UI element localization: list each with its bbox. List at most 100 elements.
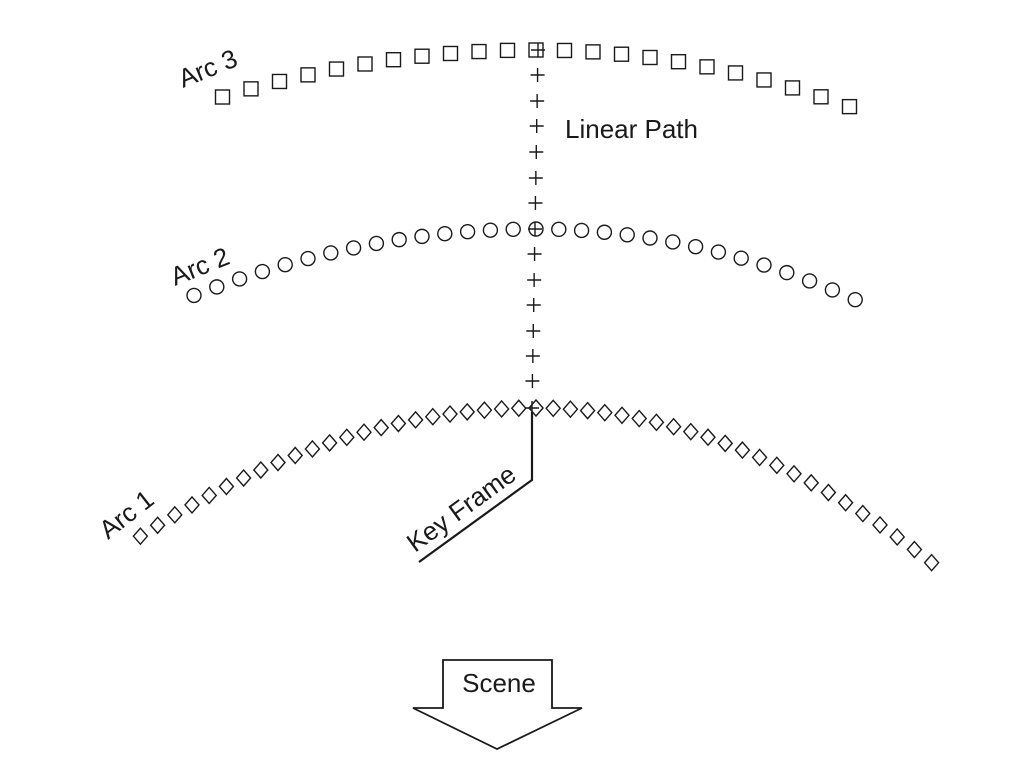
arc-1-marker bbox=[854, 504, 871, 523]
arc-1-marker bbox=[407, 410, 424, 429]
arc-1-marker bbox=[803, 473, 820, 492]
arc-1-marker bbox=[751, 448, 768, 467]
linear-path-marker bbox=[528, 171, 543, 185]
arc-1-marker bbox=[321, 433, 338, 452]
arc-1-marker bbox=[923, 553, 940, 572]
arc-1-marker bbox=[837, 493, 854, 512]
arc-2-marker bbox=[345, 240, 362, 256]
arc-1-marker bbox=[149, 516, 166, 535]
arc-3-marker bbox=[585, 44, 601, 60]
arc-1-marker bbox=[252, 460, 269, 480]
arc-3-marker bbox=[499, 42, 516, 59]
arc-3-marker bbox=[300, 67, 316, 83]
arc-3-marker bbox=[813, 89, 829, 105]
arc-3-marker bbox=[642, 49, 658, 66]
arc-2-marker bbox=[847, 291, 863, 308]
arc-2-marker bbox=[459, 223, 476, 240]
arc-1-marker bbox=[390, 414, 407, 433]
arc-3-marker bbox=[471, 43, 487, 60]
linear-path-marker bbox=[529, 145, 544, 159]
arc-2-marker bbox=[277, 257, 293, 273]
linear-path-marker bbox=[531, 43, 545, 57]
arc-2-marker bbox=[642, 230, 658, 246]
linear-path-marker bbox=[530, 94, 545, 108]
linear-path-marker bbox=[529, 119, 544, 133]
arc-1-marker bbox=[682, 422, 699, 441]
arc-1-marker bbox=[459, 402, 476, 421]
scene-label: Scene bbox=[462, 668, 536, 698]
arc-2-marker bbox=[414, 228, 430, 245]
linear-path-marker bbox=[526, 324, 541, 338]
arc-1-marker bbox=[820, 483, 837, 502]
arc-2-marker bbox=[231, 271, 248, 287]
arc-3-marker bbox=[214, 89, 231, 105]
arc-2-marker bbox=[573, 222, 590, 239]
key-frame-leader-line bbox=[418, 412, 534, 563]
linear-path-marker bbox=[528, 222, 542, 236]
linear-path-marker bbox=[525, 374, 540, 388]
arc-1-marker bbox=[734, 441, 751, 460]
arc-3-marker bbox=[727, 65, 744, 81]
arc-3-marker bbox=[613, 46, 630, 62]
arc-2-marker bbox=[505, 221, 521, 237]
arc-1-marker bbox=[768, 456, 785, 475]
arc-1-marker bbox=[424, 407, 441, 426]
arc-2-marker bbox=[300, 250, 316, 267]
arc-1-marker bbox=[218, 477, 235, 496]
arc-3-marker bbox=[385, 52, 402, 68]
arc-1-marker bbox=[184, 495, 200, 514]
arc-2-marker bbox=[824, 282, 841, 298]
arc-1-marker bbox=[700, 428, 716, 447]
key-frame-label: Key Frame bbox=[401, 459, 522, 558]
arc-2-markers bbox=[186, 221, 863, 308]
arc-1-marker bbox=[631, 409, 648, 428]
arc-1-marker bbox=[872, 515, 888, 535]
linear-path-marker bbox=[527, 247, 542, 261]
arc-2-marker bbox=[186, 287, 202, 304]
scene-down-arrow-icon bbox=[412, 659, 583, 751]
arc-1-marker bbox=[287, 446, 304, 465]
arc-1-marker bbox=[786, 464, 802, 483]
arc-1-marker bbox=[201, 486, 218, 505]
linear-path-label: Linear Path bbox=[565, 114, 698, 144]
arc-1-marker bbox=[579, 401, 596, 420]
arc-3-marker bbox=[699, 59, 715, 75]
arc-1-marker bbox=[493, 399, 510, 419]
arc-3-marker bbox=[442, 45, 459, 62]
arc-2-marker bbox=[551, 221, 567, 238]
arc-1-marker bbox=[717, 434, 734, 453]
arc-3-marker bbox=[271, 73, 288, 90]
arc-2-marker bbox=[687, 238, 704, 255]
arc-3-marker bbox=[243, 81, 259, 97]
arc-2-marker bbox=[801, 273, 818, 289]
linear-path-marker bbox=[527, 273, 542, 287]
arc-2-marker bbox=[710, 244, 727, 260]
arc-2-marker bbox=[323, 245, 339, 261]
arc-2-marker bbox=[596, 224, 613, 240]
linear-path-marker bbox=[525, 349, 540, 363]
arc-3-marker bbox=[756, 72, 772, 88]
arc-3-label: Arc 3 bbox=[174, 43, 242, 94]
arc-1-marker bbox=[648, 413, 665, 432]
arc-1-marker bbox=[614, 406, 630, 425]
arc-1-marker bbox=[510, 399, 527, 418]
arc-3-marker bbox=[556, 42, 573, 59]
arc-1-marker bbox=[304, 439, 321, 459]
arc-1-marker bbox=[545, 399, 562, 418]
arc-1-marker bbox=[132, 527, 149, 546]
arc-2-marker bbox=[665, 234, 681, 250]
arc-3-marker bbox=[670, 54, 687, 70]
arc-3-markers bbox=[214, 42, 858, 115]
arc-2-marker bbox=[209, 279, 225, 295]
arc-3-marker bbox=[784, 80, 801, 96]
arc-1-marker bbox=[356, 423, 372, 442]
arc-1-marker bbox=[373, 418, 390, 437]
arc-2-marker bbox=[733, 250, 749, 266]
linear-path-markers bbox=[525, 43, 545, 415]
arc-1-marker bbox=[235, 468, 252, 488]
arc-1-marker bbox=[476, 401, 493, 420]
linear-path-marker bbox=[528, 196, 543, 210]
arc-1-marker bbox=[562, 400, 579, 419]
arc-1-marker bbox=[596, 403, 613, 422]
